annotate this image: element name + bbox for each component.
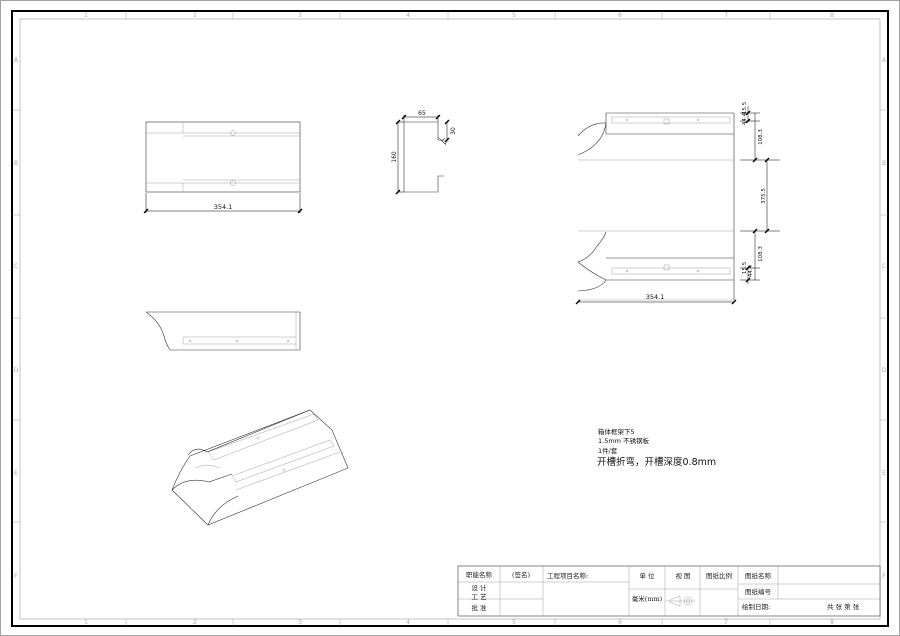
flat-dim-4: 375.5 xyxy=(761,188,767,204)
row-label-C: C xyxy=(14,263,18,270)
flat-dim-1: 15.5 xyxy=(742,101,748,114)
col-label-bottom-8: 8 xyxy=(830,619,834,626)
title-craft: 工 艺 xyxy=(471,593,487,601)
col-label-bottom-1: 1 xyxy=(84,619,88,626)
note-part-name: 箱体框架下5 xyxy=(598,427,635,436)
section-lip-dim: 15 xyxy=(440,137,449,146)
col-label-5: 5 xyxy=(512,12,516,19)
title-design: 设 计 xyxy=(471,583,487,592)
row-label-right-E: E xyxy=(882,470,886,477)
col-label-8: 8 xyxy=(830,12,834,19)
col-label-4: 4 xyxy=(406,12,410,19)
title-drawing-no-label: 图纸编号 xyxy=(745,587,772,596)
col-label-bottom-2: 2 xyxy=(193,619,197,626)
row-label-E: E xyxy=(14,470,18,477)
inner-frame xyxy=(19,18,881,620)
note-material: 1.5mm 不锈钢板 xyxy=(598,436,650,445)
flat-dim-7: 44.4 xyxy=(748,264,754,277)
title-unit-value: 毫米(mm) xyxy=(632,594,663,603)
side-view xyxy=(145,311,301,351)
title-scale-label: 图纸比例 xyxy=(706,571,732,580)
row-label-right-D: D xyxy=(882,367,887,374)
flat-length-dim: 354.1 xyxy=(646,293,665,301)
title-approve: 批 准 xyxy=(471,603,487,612)
col-label-7: 7 xyxy=(724,12,728,19)
title-sign-header: (签名) xyxy=(512,570,531,579)
row-label-B: B xyxy=(14,160,18,167)
col-label-bottom-3: 3 xyxy=(298,619,302,626)
row-label-right-F: F xyxy=(882,573,886,580)
row-label-A: A xyxy=(14,57,19,64)
col-label-bottom-4: 4 xyxy=(406,619,410,626)
title-role-header: 职能名称 xyxy=(466,570,493,579)
flat-dim-5: 108.3 xyxy=(758,246,764,262)
col-label-1: 1 xyxy=(84,12,88,19)
section-view: 65 160 30 15 xyxy=(391,110,457,195)
row-label-right-A: A xyxy=(882,57,887,64)
projection-symbol-icon xyxy=(666,595,695,607)
isometric-view xyxy=(171,409,349,526)
col-label-3: 3 xyxy=(298,12,302,19)
flat-dim-3: 108.3 xyxy=(758,129,764,145)
row-label-F: F xyxy=(14,573,18,580)
section-width-dim: 65 xyxy=(418,110,426,117)
title-drawing-name-label: 图纸名称 xyxy=(745,571,772,580)
row-label-right-C: C xyxy=(882,263,886,270)
title-block: 职能名称 (签名) 设 计 工 艺 批 准 工程项目名称: 单 位 毫米(mm)… xyxy=(457,565,881,617)
row-label-right-B: B xyxy=(882,160,886,167)
col-label-bottom-7: 7 xyxy=(724,619,728,626)
top-view: 354.1 xyxy=(143,121,303,214)
title-view-label: 视 图 xyxy=(675,571,690,580)
drawing-frame xyxy=(11,10,889,627)
row-label-D: D xyxy=(14,367,19,374)
col-label-bottom-6: 6 xyxy=(618,619,622,626)
col-label-6: 6 xyxy=(618,12,622,19)
title-project-label: 工程项目名称: xyxy=(547,571,588,580)
section-flange-dim: 30 xyxy=(450,127,457,135)
zone-ticks xyxy=(12,11,888,626)
title-date-label: 绘制日期: xyxy=(742,602,770,611)
col-label-2: 2 xyxy=(193,12,197,19)
notes: 箱体框架下5 1.5mm 不锈钢板 1件/套 开槽折弯，开槽深度0.8mm xyxy=(597,427,716,468)
title-pages-label: 共 张 第 张 xyxy=(827,602,860,611)
flat-dim-2: 44.4 xyxy=(742,112,748,125)
col-label-bottom-5: 5 xyxy=(512,619,516,626)
flat-dim-6: 15.5 xyxy=(742,261,748,274)
section-height-dim: 160 xyxy=(391,151,398,163)
note-process: 开槽折弯，开槽深度0.8mm xyxy=(597,456,716,468)
note-quantity: 1件/套 xyxy=(598,446,618,455)
title-unit-label: 单 位 xyxy=(639,571,655,580)
top-view-length-dim: 354.1 xyxy=(214,203,233,211)
flat-pattern-view: 354.1 15.5 44.4 108.3 375.5 108.3 15.5 4… xyxy=(575,101,780,305)
